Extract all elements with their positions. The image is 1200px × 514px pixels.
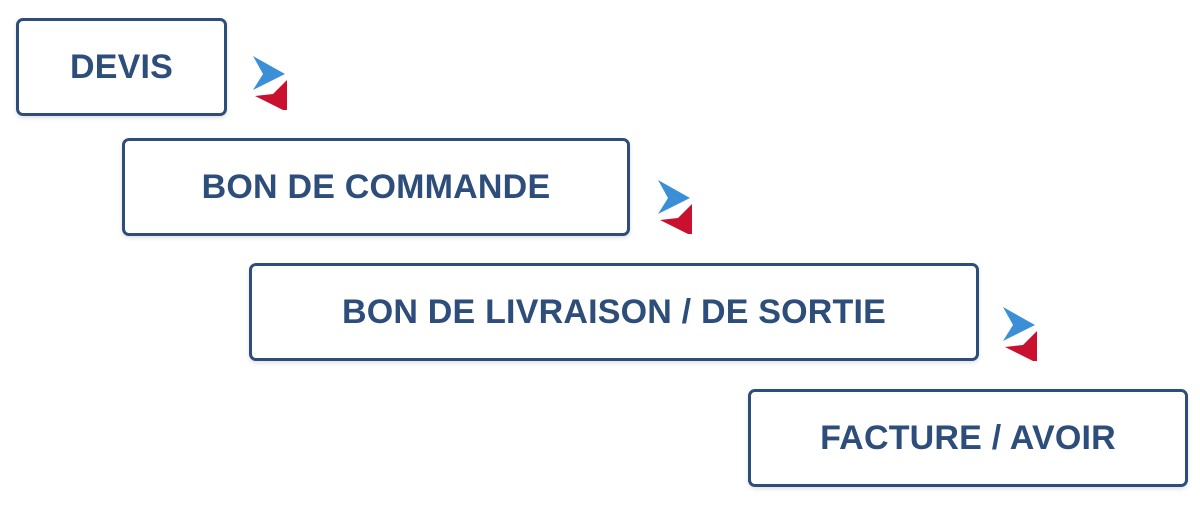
step-bon-de-livraison-label: BON DE LIVRAISON / DE SORTIE — [342, 292, 886, 331]
step-facture-avoir-label: FACTURE / AVOIR — [820, 418, 1116, 457]
step-bon-de-commande-label: BON DE COMMANDE — [201, 167, 551, 206]
next-step-arrow-icon — [1003, 307, 1037, 361]
step-bon-de-livraison: BON DE LIVRAISON / DE SORTIE — [249, 263, 979, 361]
next-step-arrow-icon — [658, 180, 692, 234]
step-bon-de-commande: BON DE COMMANDE — [122, 138, 630, 236]
step-devis-label: DEVIS — [69, 47, 174, 86]
step-devis: DEVIS — [16, 18, 227, 116]
step-facture-avoir: FACTURE / AVOIR — [748, 389, 1188, 487]
next-step-arrow-icon — [253, 56, 287, 110]
